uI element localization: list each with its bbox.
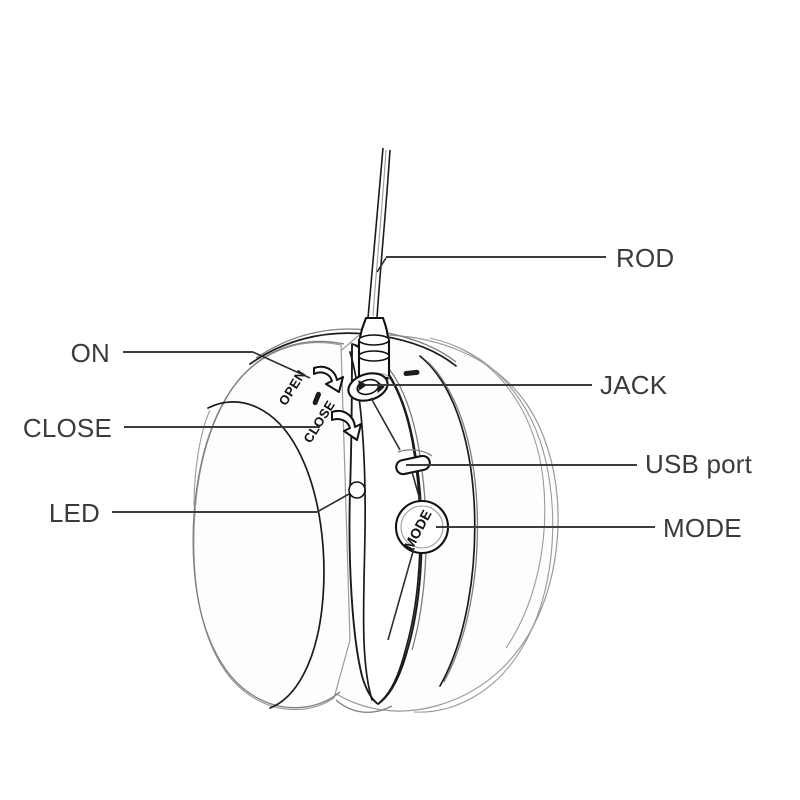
callout-label-rod: ROD xyxy=(616,243,674,273)
led-circle xyxy=(348,481,366,499)
leader-elbow-jack xyxy=(370,397,401,451)
rod-shaft-left xyxy=(367,147,384,319)
device-lens-edge-soft xyxy=(193,409,211,507)
device-rim-ring xyxy=(419,355,476,687)
leader-elbow-led xyxy=(316,493,350,513)
callout-leaders xyxy=(112,256,655,641)
jack-notch-left xyxy=(358,380,367,391)
callout-label-led: LED xyxy=(49,498,100,528)
callout-label-usb-port: USB port xyxy=(645,449,753,479)
device-bottom-seam xyxy=(335,699,393,713)
shoulder-tick-mark xyxy=(403,369,420,377)
device-rim-ring-soft xyxy=(427,361,479,683)
callout-label-close: CLOSE xyxy=(23,413,112,443)
callout-label-on: ON xyxy=(71,338,110,368)
leader-elbow-on xyxy=(252,351,311,379)
dial-tick-mark xyxy=(312,391,321,406)
device-rear-contour xyxy=(454,345,546,649)
callout-labels: ROD JACK USB port MODE ON CLOSE LED xyxy=(23,243,753,543)
usb-port-rim xyxy=(397,449,433,457)
callout-label-jack: JACK xyxy=(600,370,668,400)
callout-label-mode: MODE xyxy=(663,513,742,543)
device-front-outline xyxy=(192,340,345,709)
leader-elbow-rod xyxy=(376,257,387,273)
device-lens-edge xyxy=(207,401,325,709)
led-indicator xyxy=(348,481,366,499)
rod-base-top-ellipse xyxy=(358,334,390,346)
rod-base-mid-ellipse xyxy=(358,350,390,362)
rod-assembly xyxy=(357,147,391,384)
device-rear-silhouette xyxy=(413,337,554,713)
rod-shaft-right xyxy=(376,149,391,319)
leader-elbow-mode xyxy=(387,547,415,641)
close-rotation-arrow xyxy=(331,410,362,441)
rod-shaft-center xyxy=(372,149,387,317)
leader-elbow-usb xyxy=(411,471,421,501)
open-rotation-arrow xyxy=(313,365,344,393)
